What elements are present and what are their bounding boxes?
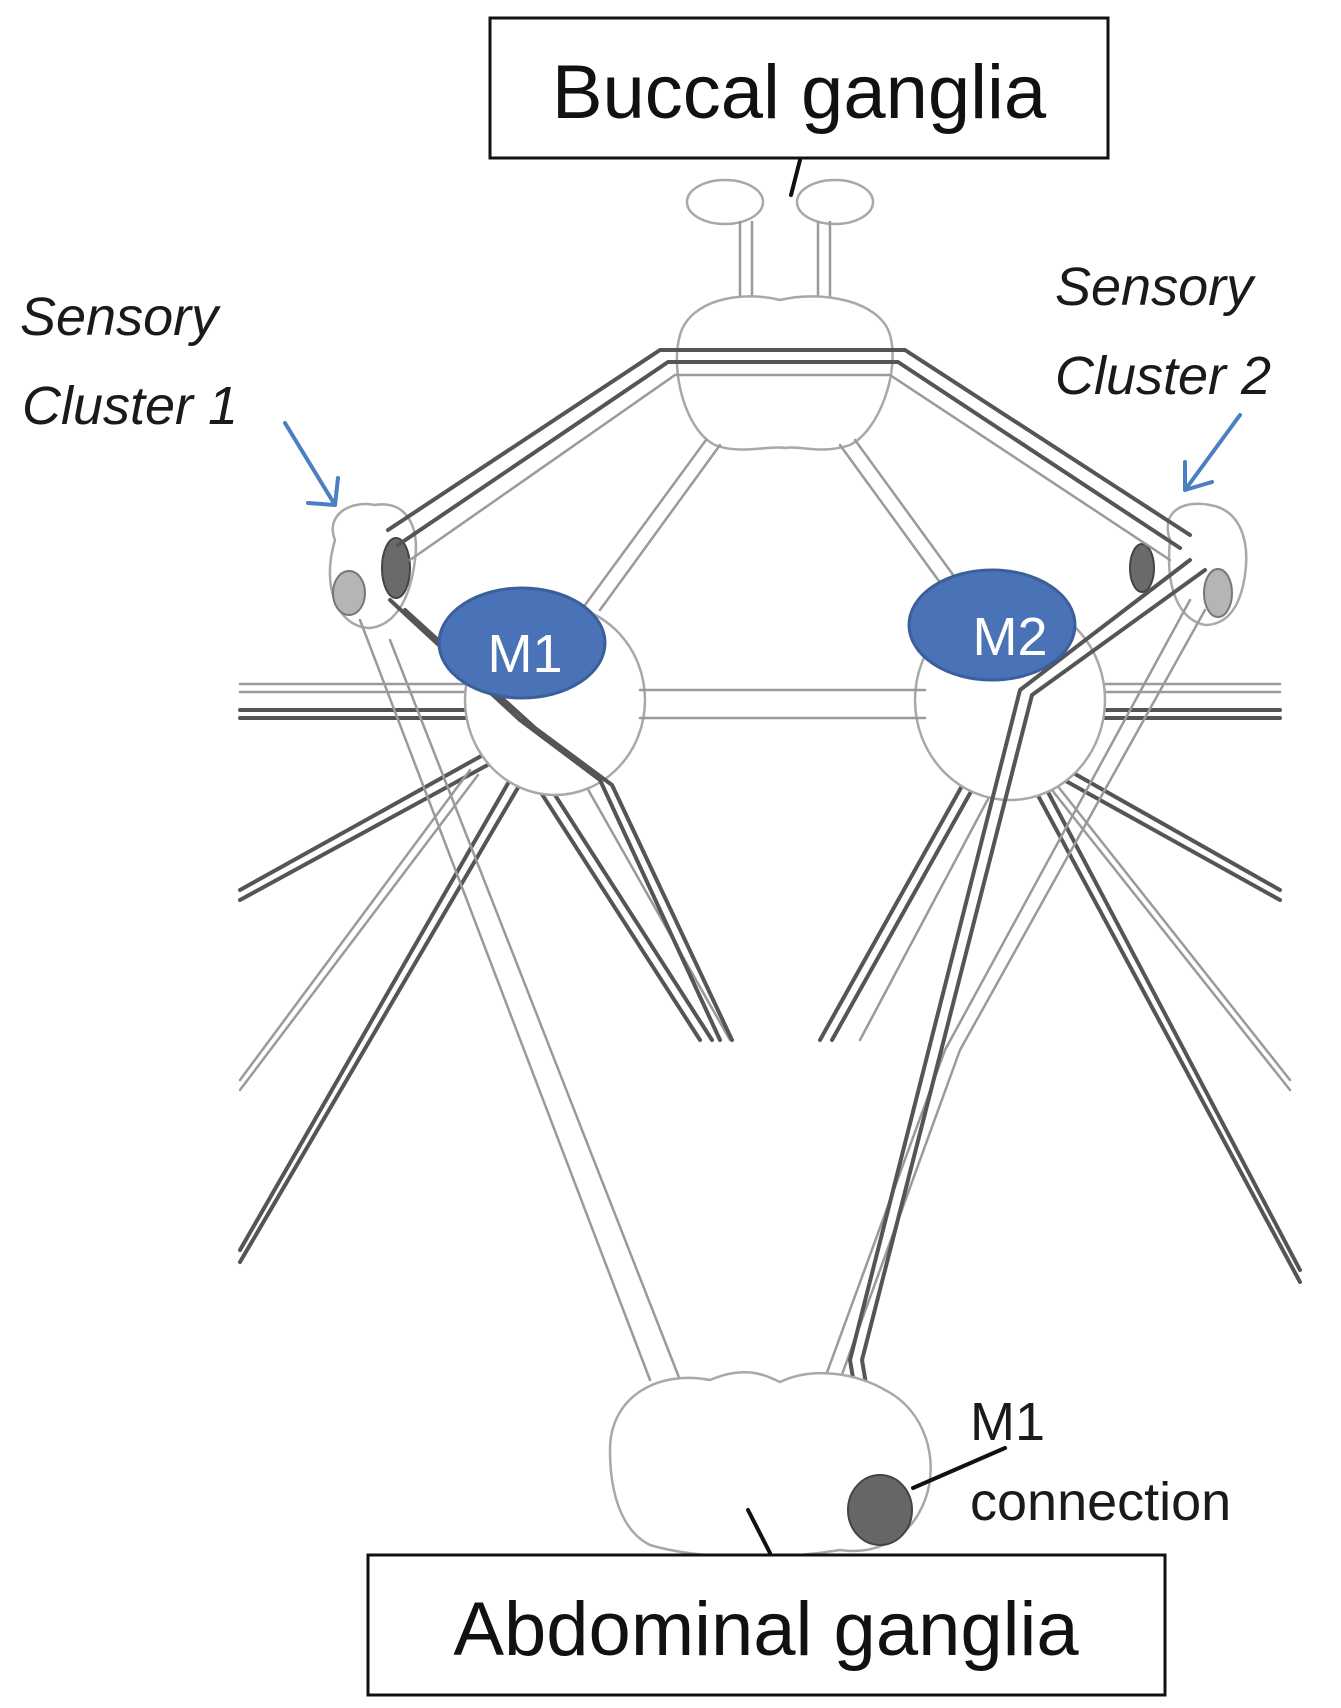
buccal-ganglia-text: Buccal ganglia [552, 50, 1047, 135]
sensory-cluster-1-line1: Sensory [20, 287, 221, 347]
sensory-cluster-1-arrow [283, 421, 340, 507]
neuron-m2-shape [907, 568, 1077, 682]
abdominal-leader-line [746, 1508, 772, 1555]
neuron-m1: M1 [437, 586, 607, 700]
neuron-m2: M2 [907, 568, 1077, 682]
sensory-cluster-2-line1: Sensory [1055, 257, 1256, 317]
sensory-cell-dark-2 [1129, 543, 1155, 593]
neuron-m1-label: M1 [487, 624, 562, 684]
abdominal-ganglia-shape [608, 1371, 932, 1559]
sensory-cluster-2-arrow [1183, 413, 1242, 492]
buccal-leader-line [789, 158, 802, 197]
sensory-cell-light-1 [332, 570, 366, 616]
m1-connection-line2: connection [970, 1472, 1231, 1532]
buccal-ganglia-box [488, 16, 1110, 160]
sensory-cluster-2 [1129, 502, 1248, 627]
abdominal-ganglia-text: Abdominal ganglia [453, 1587, 1079, 1672]
sensory-cell-light-2 [1203, 568, 1233, 618]
buccal-ganglia [685, 178, 875, 302]
neuron-m1-shape [437, 586, 607, 700]
sensory-pathways-top [386, 348, 1192, 562]
m1-connection-cell [847, 1474, 913, 1546]
sensory-cluster-2-label: Sensory Cluster 2 [1055, 257, 1271, 492]
m1-connection-leader [911, 1446, 1007, 1490]
sensory-cluster-2-line2: Cluster 2 [1055, 346, 1271, 406]
sensory-cell-dark-1 [381, 537, 411, 599]
m1-connection-line1: M1 [970, 1392, 1045, 1452]
lateral-nerves [238, 682, 1302, 1284]
sensory-cluster-1-label: Sensory Cluster 1 [20, 287, 340, 507]
neuron-m2-label: M2 [972, 607, 1047, 667]
sensory-cluster-1-line2: Cluster 1 [22, 376, 238, 436]
abdominal-ganglia-box [366, 1553, 1167, 1697]
sensory-cluster-1 [328, 502, 418, 630]
m1-connection-label: M1 connection [911, 1392, 1231, 1532]
cerebral-ganglia [675, 295, 894, 451]
buccal-ganglia-label: Buccal ganglia [488, 16, 1110, 197]
abdominal-ganglia-label: Abdominal ganglia [366, 1508, 1167, 1697]
